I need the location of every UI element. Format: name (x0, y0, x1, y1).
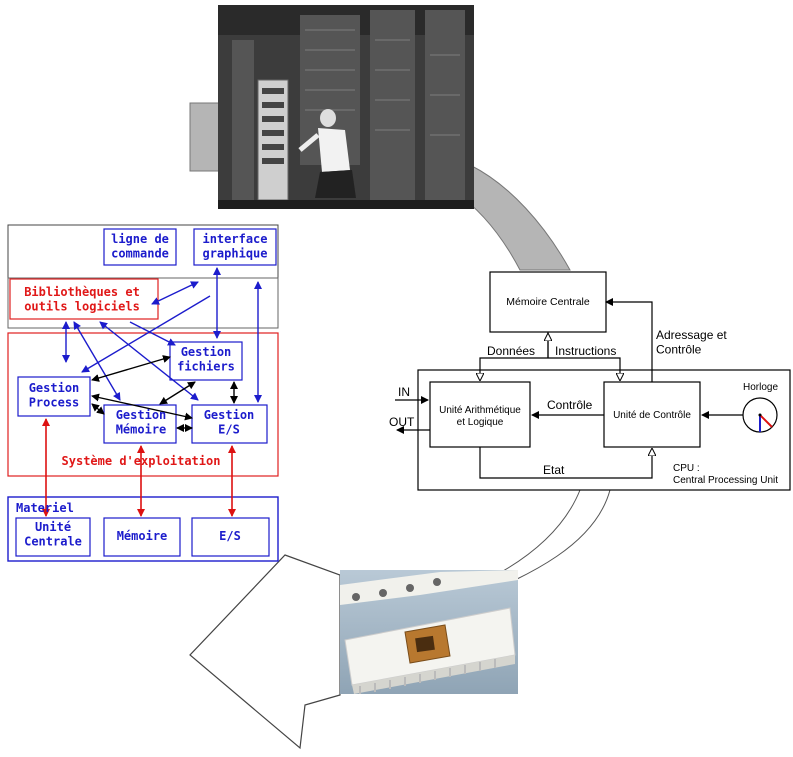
memory-unit-label: Mémoire (117, 529, 168, 543)
cpu-unit-box (15, 517, 91, 557)
arrow-libs-memory (73, 321, 121, 401)
eniac-photo (218, 5, 474, 209)
control-unit-box (603, 381, 701, 448)
arrow-process-io (91, 393, 193, 421)
data-label: Données (487, 344, 535, 358)
control-flow-label: Contrôle (547, 398, 593, 412)
arrow-files-process (91, 355, 171, 382)
io-unit-box (191, 517, 270, 557)
out-label: OUT (389, 415, 415, 429)
central-memory-label: Mémoire Centrale (506, 296, 590, 308)
clock-label: Horloge (743, 382, 778, 393)
control-unit-label: Unité de Contrôle (613, 410, 691, 421)
flow-arrows (189, 102, 611, 750)
clock-icon (742, 397, 778, 433)
in-label: IN (398, 385, 410, 399)
os-label: Système d'exploitation (62, 454, 221, 468)
instructions-label: Instructions (555, 344, 616, 358)
memory-unit-box (103, 517, 181, 557)
gui-box (193, 228, 277, 266)
hardware-label: Materiel (16, 501, 74, 515)
cpu-caption: CPU :Central Processing Unit (673, 463, 778, 486)
io-unit-label: E/S (219, 529, 241, 543)
flow-arrow-big-head (189, 554, 341, 750)
cli-box (103, 228, 177, 266)
data-bus (480, 357, 548, 380)
arrow-process-memory (91, 403, 105, 415)
state-label: Etat (543, 463, 565, 477)
instruction-bus (548, 357, 620, 380)
state-line (479, 447, 652, 479)
intel-chip-photo (340, 570, 518, 694)
addressing-line (605, 298, 653, 382)
arrow-libs-files (129, 321, 176, 346)
arrow-libs-gui (151, 281, 199, 305)
